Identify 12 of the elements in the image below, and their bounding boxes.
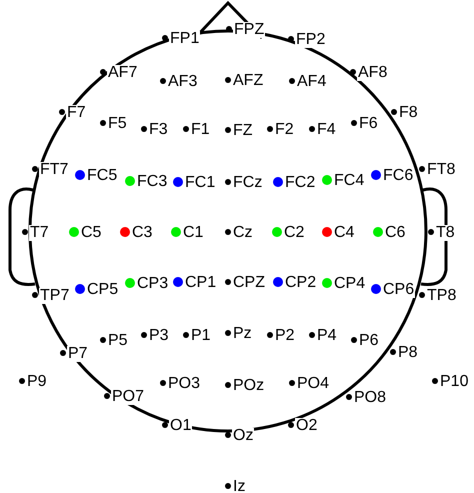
electrode-label: T8: [435, 225, 456, 241]
electrode-label: FP2: [295, 32, 326, 48]
electrode-label: Iz: [232, 479, 246, 493]
electrode-label: TP7: [39, 288, 70, 304]
electrode-label: PO7: [111, 389, 146, 405]
electrode-label: T7: [29, 225, 50, 241]
electrode-label: FPZ: [233, 22, 266, 38]
electrode-label: CP6: [382, 282, 416, 298]
electrode-label: F7: [66, 105, 87, 121]
electrode-label: AF8: [357, 65, 388, 81]
electrode-label: FT7: [39, 162, 70, 178]
electrode-label: P7: [67, 346, 89, 362]
